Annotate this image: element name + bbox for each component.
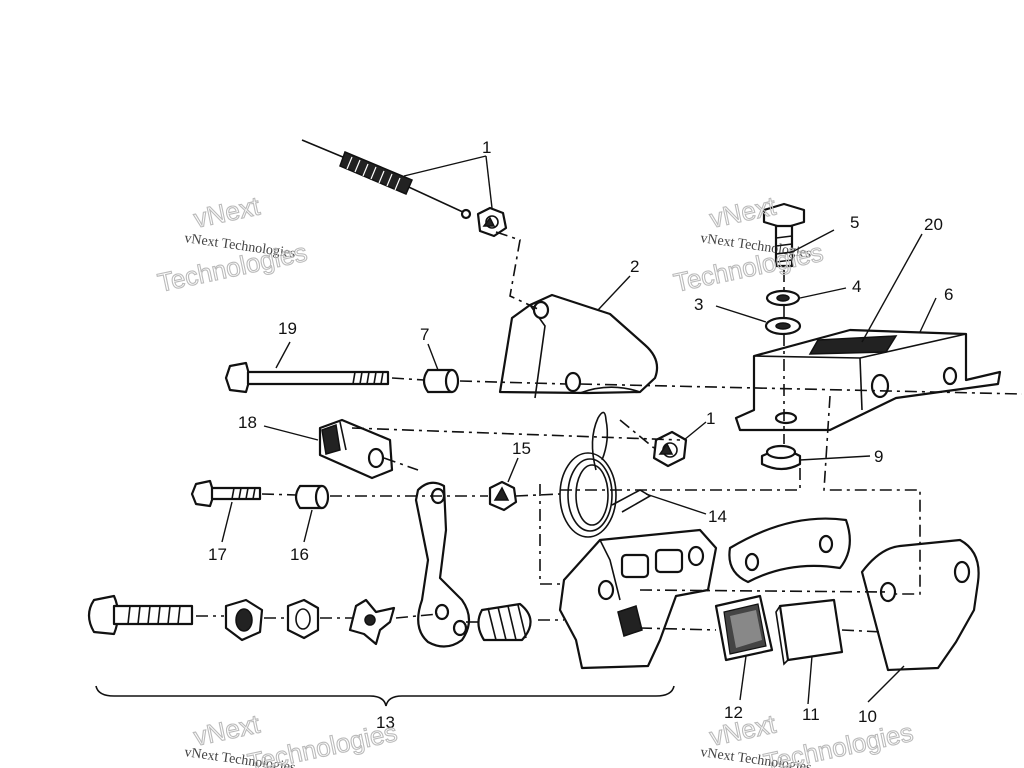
callout-7: 7 [420,325,429,344]
assembly-lines [196,231,1023,633]
upper-bracket [498,293,659,399]
callout-9: 9 [874,447,883,466]
watermark-upper-right: vNext Technologies vNext Technologies [670,190,826,298]
callout-1-lower: 1 [706,409,715,428]
svg-text:vNext: vNext [707,191,779,234]
brake-pad-11 [775,598,844,666]
callout-6: 6 [944,285,953,304]
callout-15: 15 [512,439,531,458]
svg-text:vNext: vNext [191,191,263,234]
callout-11: 11 [802,705,820,724]
assembly-13-worm-gear [477,602,532,642]
callout-2: 2 [630,257,639,276]
bushing-9 [760,444,802,471]
watermark-lower-left: vNext Technologies vNext Technologies [183,708,400,768]
svg-text:Technologies: Technologies [245,717,400,768]
callout-5: 5 [850,213,859,232]
svg-text:vNext: vNext [191,709,263,752]
callout-3: 3 [694,295,703,314]
callout-16: 16 [290,545,309,564]
lower-nut [652,430,688,468]
lever-arm [414,481,471,648]
callout-10: 10 [858,707,877,726]
spacer-7 [422,368,460,394]
assembly-13-brace [95,685,675,707]
caliper-half [860,538,980,672]
nut-15 [488,480,518,512]
assembly-13-star-washer [348,598,396,646]
watermark-upper-left: vNext Technologies vNext Technologies [154,190,310,298]
callout-19: 19 [278,319,297,338]
mounting-bracket [734,328,1002,432]
callout-14: 14 [708,507,727,526]
caliper-body [558,528,718,670]
washer-4 [765,289,801,307]
clamp-block [318,418,394,480]
top-bolt [762,202,806,268]
svg-text:vNext: vNext [707,709,779,752]
callout-20: 20 [924,215,943,234]
callout-1: 1 [482,138,491,157]
assembly-13-washer-cap [224,598,264,642]
callout-13: 13 [376,713,395,732]
cable-nut [476,206,508,238]
callout-labels: 1 2 3 4 5 6 7 9 10 11 12 13 14 15 16 17 … [208,138,953,732]
callout-4: 4 [852,277,861,296]
cable-assembly [301,139,472,220]
spacer-16 [294,484,330,510]
callout-18: 18 [238,413,257,432]
short-bolt [190,479,262,508]
brake-pad-12 [714,594,774,662]
assembly-13-nut [286,598,320,640]
curved-plate [728,517,851,584]
callout-17: 17 [208,545,227,564]
washer-3 [764,316,802,336]
assembly-13-bolt [87,594,194,636]
leader-lines [221,155,937,705]
callout-12: 12 [724,703,743,722]
long-bolt [224,361,390,394]
svg-text:Technologies: Technologies [761,717,916,768]
torsion-spring [559,411,652,538]
